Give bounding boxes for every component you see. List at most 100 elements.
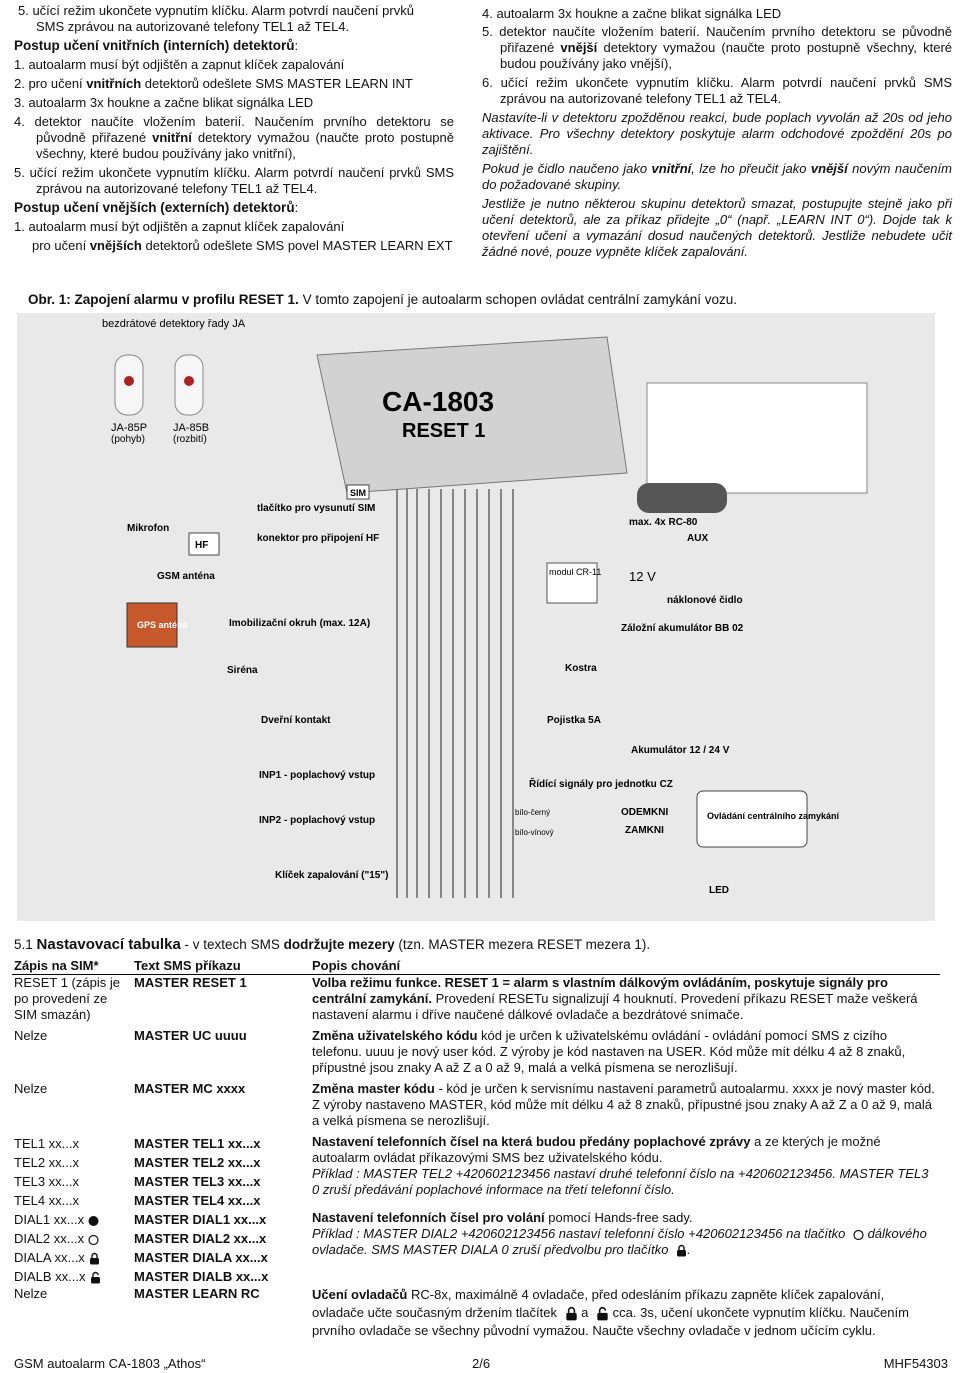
empty-button-icon (853, 1229, 864, 1240)
desc-text: Provedení RESETu signalizují 4 houknutí.… (312, 991, 918, 1022)
tel4-sms: MASTER TEL4 xx...x (134, 1193, 261, 1208)
tel4-sim: TEL4 xx...x (14, 1193, 80, 1208)
cell-sms: MASTER LEARN RC (134, 1286, 260, 1301)
figure-caption-bold: Obr. 1: Zapojení alarmu v profilu RESET … (28, 292, 299, 307)
cell-desc: Změna master kódu - kód je určen k servi… (310, 1081, 940, 1134)
left-line-3: 1. autoalarm musí být odjištěn a zapnut … (14, 57, 345, 72)
modul-box (546, 562, 598, 604)
cell-desc: Změna uživatelského kódu kód je určen k … (310, 1028, 940, 1081)
hf-label: HF (195, 540, 208, 551)
wire-bv-label: bílo-vínový (515, 828, 554, 837)
desc-example-3: . (687, 1242, 691, 1257)
cell-sms: MASTER RESET 1 (134, 975, 247, 990)
lock-open-icon (90, 1271, 100, 1284)
dialb-sim: DIALB xx...x (14, 1267, 130, 1286)
desc-example: Příklad : MASTER DIAL2 +420602123456 nas… (312, 1226, 938, 1258)
left-line-9: pro učení vnějších detektorů odešlete SM… (14, 238, 454, 254)
fob2-led-icon (184, 376, 194, 386)
table-row: Nelze MASTER MC xxxx Změna master kódu -… (12, 1081, 940, 1134)
tel3-sms: MASTER TEL3 xx...x (134, 1174, 261, 1189)
dial2-sim-text: DIAL2 xx...x (14, 1231, 85, 1246)
door-label: Dveřní kontakt (261, 715, 331, 726)
tilt-label: náklonové čidlo (667, 595, 743, 606)
filled-button-icon (88, 1215, 99, 1226)
table-row: DIAL1 xx...x DIAL2 xx...x DIALA xx...x D… (12, 1210, 940, 1286)
lock-open-icon (597, 1307, 608, 1321)
right-line-5b: vnitřní (651, 161, 692, 176)
fobs-title: bezdrátové detektory řady JA (102, 318, 246, 330)
dial2-sms: MASTER DIAL2 xx...x (134, 1231, 267, 1246)
remote-icon (637, 483, 727, 513)
right-column: 4. autoalarm 3x houkne a začne blikat si… (482, 6, 952, 260)
left-line-9a: pro učení (32, 238, 90, 253)
desc-bold: Učení ovladačů (312, 1287, 408, 1302)
remote-label: max. 4x RC-80 (629, 517, 698, 528)
right-line-5: Pokud je čidlo naučeno jako vnitřní, lze… (482, 161, 952, 193)
right-line-3: 6. učící režim ukončete vypnutím klíčku.… (482, 75, 952, 106)
settings-tail: (tzn. MASTER mezera RESET mezera 1). (394, 937, 651, 952)
cell-sim: TEL1 xx...x TEL2 xx...x TEL3 xx...x TEL4… (12, 1134, 132, 1210)
table-row: RESET 1 (zápis je po provedení ze SIM sm… (12, 975, 940, 1029)
ground-label: Kostra (565, 663, 597, 674)
desc-text: a ze kterých je možné autoalarm ovládat … (312, 1134, 881, 1165)
fob2-sub: (rozbití) (173, 434, 207, 445)
sim-button-label: tlačítko pro vysunutí SIM (257, 503, 375, 514)
right-line-2a: 5. detektor naučíte vložením baterií. Na… (482, 24, 952, 55)
diala-sim: DIALA xx...x (14, 1248, 130, 1267)
mic-label: Mikrofon (127, 523, 169, 534)
footer-page: 2/6 (472, 1356, 491, 1371)
desc-bold: Volba režimu funkce. RESET 1 = alarm s v… (312, 975, 888, 1006)
gps-antenna-box (126, 602, 178, 648)
hf-box (188, 532, 220, 556)
header-sim: Zápis na SIM* (12, 958, 132, 975)
heading-internal-text: Postup učení vnitřních (interních) detek… (14, 38, 295, 53)
fob2-name: JA-85B (173, 422, 209, 434)
left-line-1: 5. učící režim ukončete vypnutím klíčku.… (18, 3, 414, 18)
table-row: Nelze MASTER LEARN RC Učení ovladačů RC-… (12, 1286, 940, 1340)
desc-text-a: RC-8x, maximálně 4 ovladače, před odeslá… (312, 1287, 885, 1320)
heading-external-colon: : (294, 200, 299, 215)
footer-right: MHF54303 (883, 1356, 948, 1371)
cz-signals-label: Řídící signály pro jednotku CZ (529, 777, 673, 790)
dial1-sms: MASTER DIAL1 xx...x (134, 1212, 267, 1227)
desc-example-2: dálkového ovladače. SMS MASTER DIALA 0 z… (312, 1226, 927, 1257)
cell-sms: MASTER UC uuuu (134, 1028, 247, 1043)
settings-table: Zápis na SIM* Text SMS příkazu Popis cho… (12, 958, 940, 1340)
cell-sim: RESET 1 (zápis je po provedení ze SIM sm… (14, 975, 120, 1022)
settings-title: Nastavovací tabulka (36, 936, 181, 953)
dialb-sim-text: DIALB xx...x (14, 1269, 86, 1284)
gps-antenna-label: GPS anténa (137, 620, 189, 630)
header-desc: Popis chování (310, 958, 940, 975)
desc-text: - kód je určen k servisnímu nastavení pa… (312, 1081, 935, 1128)
settings-mid: - v textech SMS (180, 937, 284, 952)
connector-pins (646, 382, 868, 494)
dial2-sim: DIAL2 xx...x (14, 1229, 130, 1248)
tel1-sim: TEL1 xx...x (14, 1136, 80, 1151)
right-line-5a: Pokud je čidlo naučeno jako (482, 161, 652, 176)
left-line-5: 3. autoalarm 3x houkne a začne blikat si… (14, 95, 314, 110)
led-label: LED (709, 885, 729, 896)
lock-closed-icon (677, 1244, 687, 1257)
cell-sms: MASTER TEL1 xx...x MASTER TEL2 xx...x MA… (132, 1134, 310, 1210)
sim-label: SIM (350, 488, 366, 498)
left-line-7: 5. učící režim ukončete vypnutím klíčku.… (14, 165, 454, 196)
cell-sms: MASTER DIAL1 xx...x MASTER DIAL2 xx...x … (132, 1210, 310, 1286)
fob1-led-icon (124, 376, 134, 386)
table-header-row: Zápis na SIM* Text SMS příkazu Popis cho… (12, 958, 940, 975)
tel2-sms: MASTER TEL2 xx...x (134, 1155, 261, 1170)
unit-model: CA-1803 (382, 386, 494, 417)
heading-internal: Postup učení vnitřních (interních) detek… (14, 38, 454, 54)
desc-bold: Změna master kódu (312, 1081, 435, 1096)
cell-sms: MASTER MC xxxx (134, 1081, 246, 1096)
fuse-label: Pojistka 5A (547, 715, 601, 726)
left-line-6a: 4. detektor naučíte vložením baterií. Na… (14, 114, 454, 145)
footer-left: GSM autoalarm CA-1803 „Athos“ (14, 1356, 206, 1371)
left-line-8: 1. autoalarm musí být odjištěn a zapnut … (14, 219, 345, 234)
tel3-sim: TEL3 xx...x (14, 1174, 80, 1189)
cell-desc: Volba režimu funkce. RESET 1 = alarm s v… (310, 975, 940, 1029)
right-line-2c: detektory vymažou (naučte proto postupně… (500, 40, 953, 71)
cz-unit-box (696, 790, 808, 848)
battery-label: Akumulátor 12 / 24 V (631, 745, 730, 756)
right-line-5c: , lze ho přeučit jako (691, 161, 811, 176)
table-row: Nelze MASTER UC uuuu Změna uživatelského… (12, 1028, 940, 1081)
